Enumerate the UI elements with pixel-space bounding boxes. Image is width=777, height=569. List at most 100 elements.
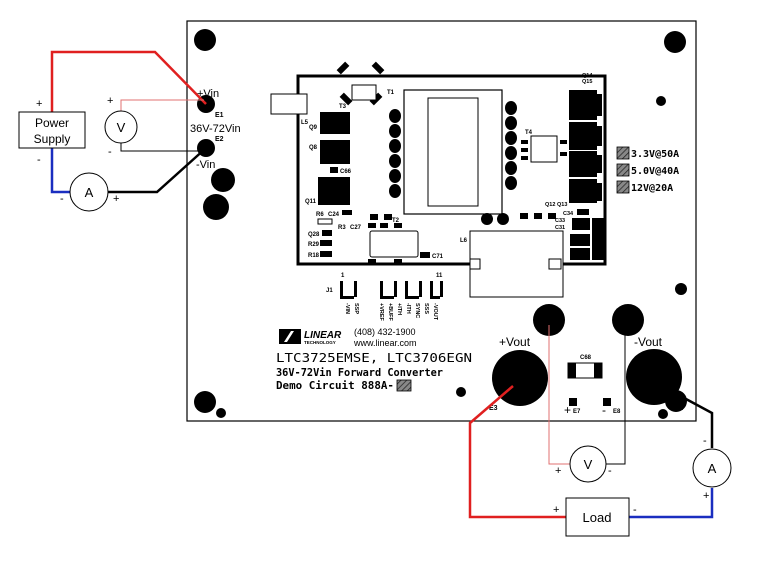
label-e8: E8 bbox=[613, 409, 621, 415]
label-c71: C71 bbox=[432, 254, 444, 260]
label-e7-sign: + bbox=[564, 403, 571, 417]
wire-e4-to-ammeter bbox=[659, 383, 714, 448]
load-minus: - bbox=[633, 504, 637, 516]
label-e1: E1 bbox=[215, 112, 224, 119]
label-q15: Q15 bbox=[582, 79, 592, 85]
sense-terminal-e8 bbox=[612, 304, 644, 336]
small-hole-left bbox=[456, 387, 466, 397]
label-c33: C33 bbox=[555, 218, 565, 224]
cap-c71 bbox=[420, 252, 430, 258]
small-hole-right bbox=[675, 283, 687, 295]
winding-r-5 bbox=[505, 161, 517, 175]
logo-text: LINEAR bbox=[304, 330, 342, 341]
input-voltmeter-minus: - bbox=[108, 146, 112, 158]
wire-load-negative bbox=[629, 488, 714, 519]
input-voltmeter-plus: + bbox=[107, 95, 113, 107]
label-e2: E2 bbox=[215, 136, 224, 143]
transformer-t4 bbox=[530, 135, 558, 163]
option-box-5v bbox=[616, 163, 630, 177]
wire-sense-positive bbox=[548, 325, 570, 465]
pin-label-vout: -VOUT bbox=[432, 303, 438, 321]
mosfet-pins-1 bbox=[597, 94, 602, 116]
label-j1-pin1: 1 bbox=[341, 273, 345, 279]
label-e4: E4 bbox=[675, 405, 684, 412]
label-j1: J1 bbox=[326, 288, 333, 294]
label-c68: C68 bbox=[580, 355, 592, 361]
label-vout-pos: +Vout bbox=[499, 335, 531, 349]
pad-t4-5 bbox=[560, 152, 567, 156]
label-r18: R18 bbox=[308, 253, 320, 259]
cap-small-3 bbox=[548, 213, 556, 219]
output-voltmeter bbox=[569, 445, 607, 483]
wire-load-positive bbox=[468, 385, 566, 519]
part-diamond-2 bbox=[371, 61, 385, 75]
label-t4: T4 bbox=[525, 130, 533, 136]
part-pad-b bbox=[384, 214, 392, 220]
winding-l-4 bbox=[389, 154, 401, 168]
label-c34: C34 bbox=[563, 211, 574, 217]
transformer-core bbox=[427, 97, 479, 207]
input-voltmeter bbox=[104, 110, 138, 144]
power-supply-label-1: Power bbox=[35, 116, 69, 130]
mosfet-q8 bbox=[320, 140, 350, 164]
winding-l-6 bbox=[389, 184, 401, 198]
winding-r-6 bbox=[505, 176, 517, 190]
transformer-t2 bbox=[369, 230, 419, 258]
pad-t2-1 bbox=[368, 223, 376, 228]
pin-label-vin: -VIN bbox=[344, 303, 350, 314]
input-voltmeter-label: V bbox=[117, 120, 126, 135]
circuit-outline bbox=[296, 74, 607, 266]
pad-t2-4 bbox=[368, 259, 376, 264]
option-5v: 5.0V@40A bbox=[631, 166, 679, 177]
mosfet-pins-2 bbox=[597, 126, 602, 146]
cap-c33 bbox=[572, 218, 590, 230]
label-c66: C66 bbox=[340, 169, 352, 175]
small-hole-br bbox=[658, 409, 668, 419]
small-hole-bl bbox=[216, 408, 226, 418]
label-vin-neg: -Vin bbox=[196, 159, 215, 171]
mounting-hole-bottom-left bbox=[194, 391, 216, 413]
option-3v3: 3.3V@50A bbox=[631, 149, 679, 160]
label-l6: L6 bbox=[460, 238, 468, 244]
small-pad-e8 bbox=[603, 398, 611, 406]
power-supply-box bbox=[18, 111, 86, 149]
demo-circuit-box bbox=[396, 379, 412, 392]
label-l5: L5 bbox=[301, 120, 309, 126]
part-r29 bbox=[320, 240, 332, 246]
part-numbers: LTC3725EMSE, LTC3706EGN bbox=[276, 350, 472, 365]
description: 36V-72Vin Forward Converter bbox=[276, 367, 443, 379]
pad-t4-4 bbox=[560, 140, 567, 144]
winding-l-2 bbox=[389, 124, 401, 138]
label-vin-pos: +Vin bbox=[197, 88, 219, 100]
label-q12: Q12 bbox=[545, 202, 555, 208]
small-hole-mid bbox=[656, 96, 666, 106]
label-j1-pin11: 11 bbox=[436, 273, 443, 279]
wire-sense-negative bbox=[606, 325, 626, 465]
winding-r-4 bbox=[505, 146, 517, 160]
wire-vmeter-positive bbox=[120, 99, 204, 112]
website-url: www.linear.com bbox=[353, 338, 417, 348]
mounting-hole-left-low bbox=[203, 194, 229, 220]
connector-j1 bbox=[340, 281, 443, 299]
part-pad-a bbox=[370, 214, 378, 220]
sense-terminal-e7 bbox=[533, 304, 565, 336]
cap-c30 bbox=[570, 248, 590, 260]
option-12v: 12V@20A bbox=[631, 183, 673, 194]
winding-r-3 bbox=[505, 131, 517, 145]
pin-label-ith-neg: -ITH bbox=[405, 303, 411, 314]
mosfet-pins-4 bbox=[597, 183, 602, 201]
mosfet-q12 bbox=[569, 179, 597, 203]
label-q28: Q28 bbox=[308, 232, 320, 238]
cap-c68-r bbox=[594, 363, 602, 378]
part-q28 bbox=[322, 230, 332, 236]
label-vout-neg: -Vout bbox=[634, 335, 663, 349]
label-c27: C27 bbox=[350, 225, 362, 231]
label-q8: Q8 bbox=[309, 145, 318, 151]
cap-round-2 bbox=[497, 213, 509, 225]
option-box-12v bbox=[616, 180, 630, 194]
cap-small-1 bbox=[520, 213, 528, 219]
part-diamond-1 bbox=[336, 61, 350, 75]
pad-t4-3 bbox=[521, 156, 528, 160]
power-supply-label-2: Supply bbox=[34, 132, 71, 146]
input-ammeter-plus: + bbox=[113, 193, 119, 205]
